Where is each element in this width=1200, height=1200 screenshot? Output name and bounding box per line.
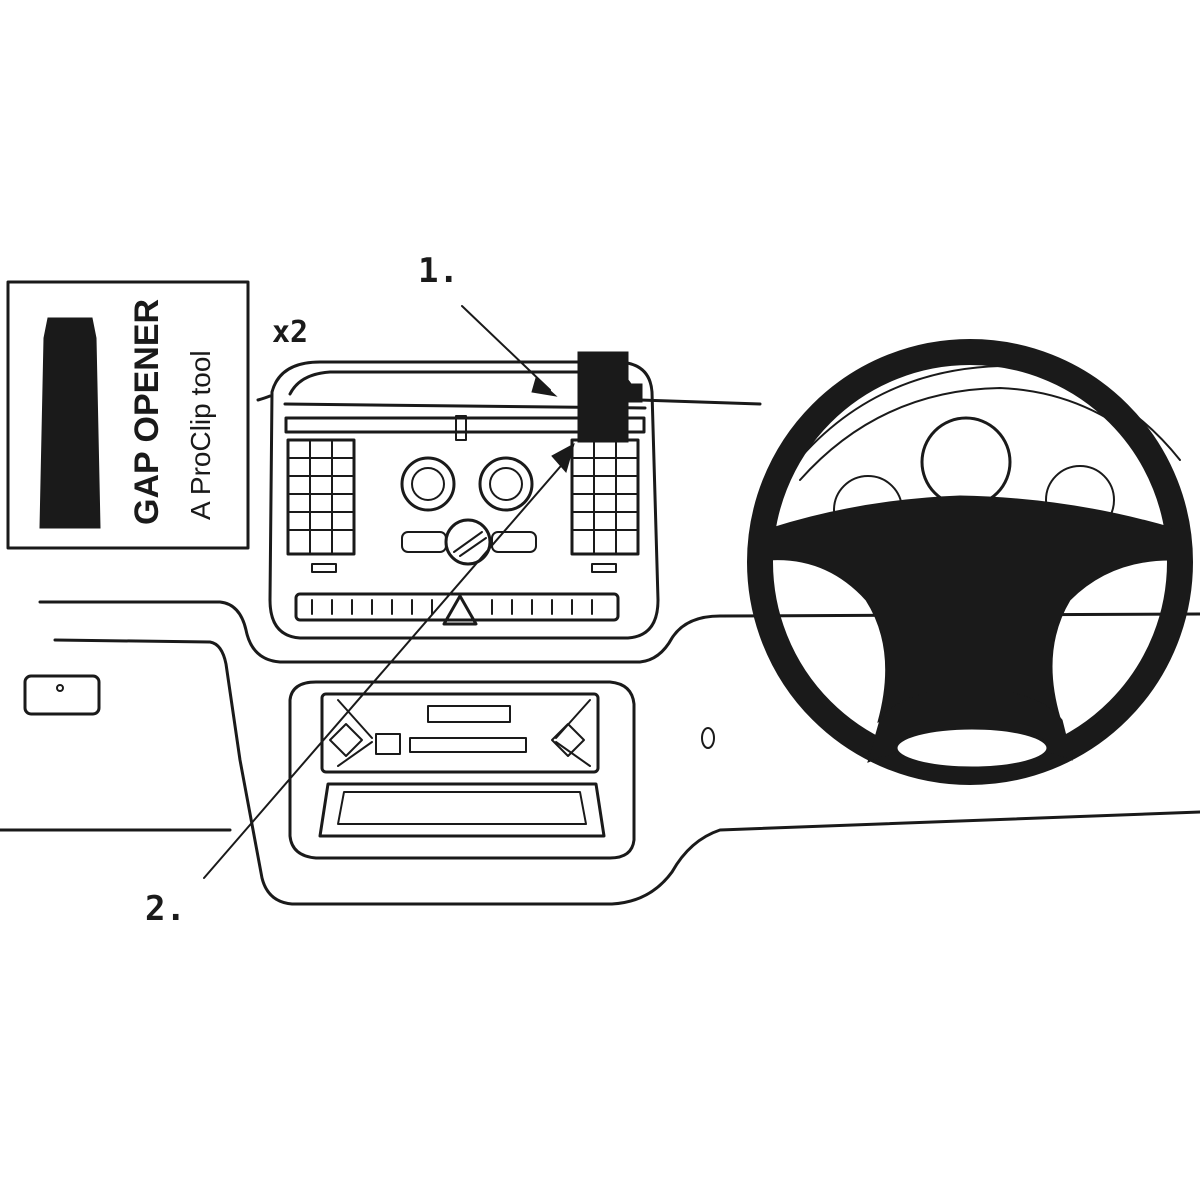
left-vent-frame xyxy=(286,438,356,556)
radio-faceplate xyxy=(320,692,600,774)
gap-opener-icon xyxy=(39,317,101,529)
left-vent xyxy=(286,438,356,556)
console-frame xyxy=(268,360,660,640)
step-1-label: 1. xyxy=(418,251,459,291)
hazard-strip xyxy=(294,592,620,626)
knob-right xyxy=(478,456,534,512)
dash-top-edge xyxy=(638,398,762,406)
right-vent xyxy=(570,438,640,556)
knob-left-inner xyxy=(411,467,445,501)
quantity-label: x2 xyxy=(272,315,308,350)
step-2-arrow-line xyxy=(203,459,567,879)
button-left xyxy=(401,531,447,553)
left-vent-louvers xyxy=(287,439,355,555)
step-1-arrowhead xyxy=(531,377,558,397)
tool-box-frame xyxy=(6,280,250,550)
indicator-right xyxy=(591,563,617,573)
holder-bracket xyxy=(577,351,643,443)
step-1-arrow-line xyxy=(461,305,551,391)
radio-display xyxy=(427,705,511,723)
dash-upper-line xyxy=(38,600,1200,664)
radio-unit xyxy=(288,680,636,860)
dash-top-edge-left xyxy=(256,394,272,402)
tool-title: GAP OPENER xyxy=(128,299,166,525)
dashboard-outline xyxy=(0,394,1200,906)
knob-center-marks xyxy=(453,531,487,557)
gap-opener-box: GAP OPENER A ProClip tool xyxy=(6,280,250,550)
hazard-triangle-icon xyxy=(442,594,478,626)
knob-right-inner xyxy=(489,467,523,501)
control-knobs xyxy=(400,456,537,566)
hazard-strip-frame xyxy=(294,592,620,622)
storage-tray xyxy=(318,782,606,838)
step-1-arrow xyxy=(461,305,558,397)
center-console xyxy=(268,360,660,640)
dash-screw-hole xyxy=(701,727,715,749)
dash-lower-line xyxy=(53,638,1200,906)
storage-tray-inner xyxy=(337,791,587,825)
glovebox-button xyxy=(23,674,101,716)
hazard-strip-ribs xyxy=(311,599,593,615)
step-2-arrowhead xyxy=(551,442,575,474)
cassette-slot xyxy=(409,737,527,753)
holder-tab xyxy=(623,383,643,403)
button-right xyxy=(491,531,537,553)
right-vent-louvers xyxy=(571,439,639,555)
console-center-slot xyxy=(455,415,467,441)
speedometer xyxy=(920,416,1012,508)
tool-subtitle: A ProClip tool xyxy=(185,350,216,520)
steering-lower-gap xyxy=(894,726,1050,770)
indicator-left xyxy=(311,563,337,573)
holder-clip xyxy=(577,351,629,443)
radio-left-rocker xyxy=(329,723,363,757)
steering-hub xyxy=(767,495,1173,723)
step-2-label: 2. xyxy=(145,889,186,929)
radio-face-lines xyxy=(337,699,591,767)
knob-left xyxy=(400,456,456,512)
radio-bezel xyxy=(288,680,636,860)
steering-rim xyxy=(747,339,1193,785)
step-2-arrow xyxy=(203,442,575,879)
steering-wheel xyxy=(747,339,1193,785)
radio-eject-button xyxy=(375,733,401,755)
glovebox-dot xyxy=(56,684,64,692)
